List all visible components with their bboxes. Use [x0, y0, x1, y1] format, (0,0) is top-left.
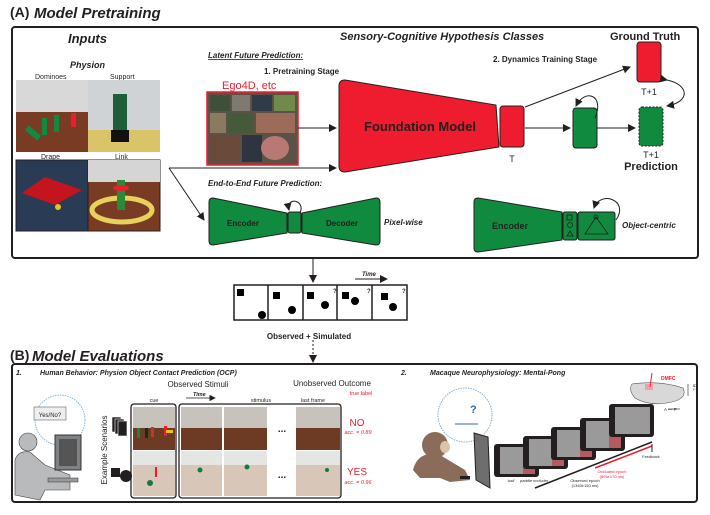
ego4d-collage-image	[206, 91, 299, 166]
row1-accuracy: acc. = 0.89	[344, 430, 371, 436]
rollout-question-mark: ?	[402, 289, 406, 295]
brain-dmfc-illustration	[630, 372, 689, 410]
stimuli-time-label: Time	[193, 392, 206, 398]
scenario-dominoes-label: Dominoes	[35, 74, 67, 81]
foundation-model-block	[338, 79, 500, 173]
human-behavior-title: Human Behavior: Physion Object Contact P…	[40, 370, 237, 377]
human-participant-illustration	[14, 394, 86, 501]
macaque-illustration	[413, 387, 493, 489]
observed-epoch-label: Observed epoch	[570, 478, 599, 483]
true-label-heading: true label	[350, 391, 373, 397]
occluded-epoch-label: Occluded epoch	[598, 469, 627, 474]
stimulus-label: stimulus	[251, 398, 271, 404]
physion-support-image	[88, 80, 160, 152]
prediction-label: Prediction	[624, 161, 678, 173]
pixel-recurrent-loop-icon	[283, 200, 302, 214]
last-frame-label: last frame	[301, 398, 325, 404]
object-encoder-label: Encoder	[492, 221, 529, 231]
compare-arrow	[659, 74, 685, 109]
stimulus-frames	[130, 403, 342, 499]
rollout-caption: Observed + Simulated	[267, 332, 351, 341]
macaque-title: Macaque Neurophysiology: Mental-Pong	[430, 370, 566, 377]
prediction-block	[638, 106, 664, 147]
object-centric-label: Object-centric	[622, 221, 676, 230]
row2-accuracy: acc. = 0.96	[344, 480, 372, 486]
physion-label: Physion	[70, 60, 106, 70]
unobserved-outcome-label: Unobserved Outcome	[293, 379, 371, 388]
observed-epoch-time: (1340±150 ms)	[572, 483, 600, 488]
pixel-encoder-label: Encoder	[227, 219, 259, 228]
panel-a-label: (A)	[10, 4, 29, 20]
object-encoder-block	[473, 197, 563, 253]
latent-t-label: T	[509, 154, 515, 164]
scenario-support-label: Support	[110, 74, 135, 81]
inputs-to-encoder-arrow	[168, 167, 205, 221]
hypothesis-classes-title: Sensory-Cognitive Hypothesis Classes	[340, 31, 544, 43]
ball-label: ball	[508, 478, 514, 483]
pixel-latent-block	[287, 211, 302, 234]
prediction-t-label: T+1	[643, 150, 659, 160]
object-recurrent-loop-icon	[592, 198, 621, 221]
observed-stimuli-label: Observed Stimuli	[168, 380, 229, 389]
human-number: 1.	[16, 370, 22, 377]
row1-answer: NO	[350, 418, 365, 429]
example-scenarios-label: Example Scenarios	[100, 416, 109, 485]
ground-truth-block	[636, 41, 662, 83]
rollout-frames	[233, 284, 408, 321]
physion-dominoes-image	[16, 80, 88, 152]
rollout-question-mark: ?	[333, 289, 337, 295]
panel-a-title: Model Pretraining	[34, 5, 161, 22]
occluder-label: occluder	[533, 478, 549, 483]
end-to-end-heading: End-to-End Future Prediction:	[208, 179, 323, 188]
macaque-number: 2.	[400, 370, 407, 377]
object-slots-block	[562, 211, 578, 241]
latent-t-block	[499, 105, 525, 148]
to-ground-truth-arrow	[524, 65, 631, 108]
ellipsis: ...	[278, 424, 287, 435]
physion-link-image	[87, 159, 161, 232]
speech-bubble-text: Yes/No?	[39, 413, 62, 419]
pixel-wise-label: Pixel-wise	[384, 218, 423, 227]
paddle-label: paddle	[519, 478, 533, 483]
pixel-decoder-label: Decoder	[326, 219, 358, 228]
pretraining-stage-label: 1. Pretraining Stage	[264, 67, 340, 76]
feedback-label: Feedback	[642, 454, 660, 459]
scenario-link-label: Link	[115, 154, 128, 161]
collide-icon	[111, 468, 132, 482]
ml-axis-label: M L	[692, 384, 697, 391]
inputs-title: Inputs	[68, 31, 107, 46]
ground-truth-t-label: T+1	[641, 87, 657, 97]
rollout-time-label: Time	[362, 272, 377, 278]
dynamics-stage-label: 2. Dynamics Training Stage	[493, 55, 598, 64]
pixel-decoder-block	[301, 197, 381, 246]
row2-answer: YES	[347, 467, 367, 478]
cue-label: cue	[150, 398, 159, 404]
ground-truth-label: Ground Truth	[610, 31, 681, 43]
latent-prediction-heading: Latent Future Prediction:	[208, 51, 303, 60]
dmfc-label: DMFC	[661, 376, 676, 382]
mental-pong-frames	[494, 404, 654, 489]
pixel-encoder-block	[208, 197, 288, 246]
object-graph-block	[577, 211, 616, 241]
foundation-model-label: Foundation Model	[364, 119, 476, 134]
physion-drape-image	[15, 159, 89, 232]
ap-axis-label: A — P	[664, 407, 677, 412]
recurrent-loop-icon	[575, 95, 599, 119]
panel-b-label: (B)	[10, 347, 29, 363]
scenario-drape-label: Drape	[41, 154, 60, 161]
thought-question-mark: ?	[470, 404, 477, 416]
dynamics-block	[572, 107, 598, 149]
occluded-epoch-time: (895±170 ms)	[600, 474, 625, 479]
ego4d-label: Ego4D, etc	[222, 80, 277, 92]
panel-b-title: Model Evaluations	[32, 348, 164, 365]
ellipsis: ...	[278, 470, 287, 481]
dominoes-icon	[111, 416, 128, 437]
panel-a-box	[11, 26, 699, 259]
panel-b-box	[11, 363, 698, 503]
rollout-question-mark: ?	[367, 289, 371, 295]
